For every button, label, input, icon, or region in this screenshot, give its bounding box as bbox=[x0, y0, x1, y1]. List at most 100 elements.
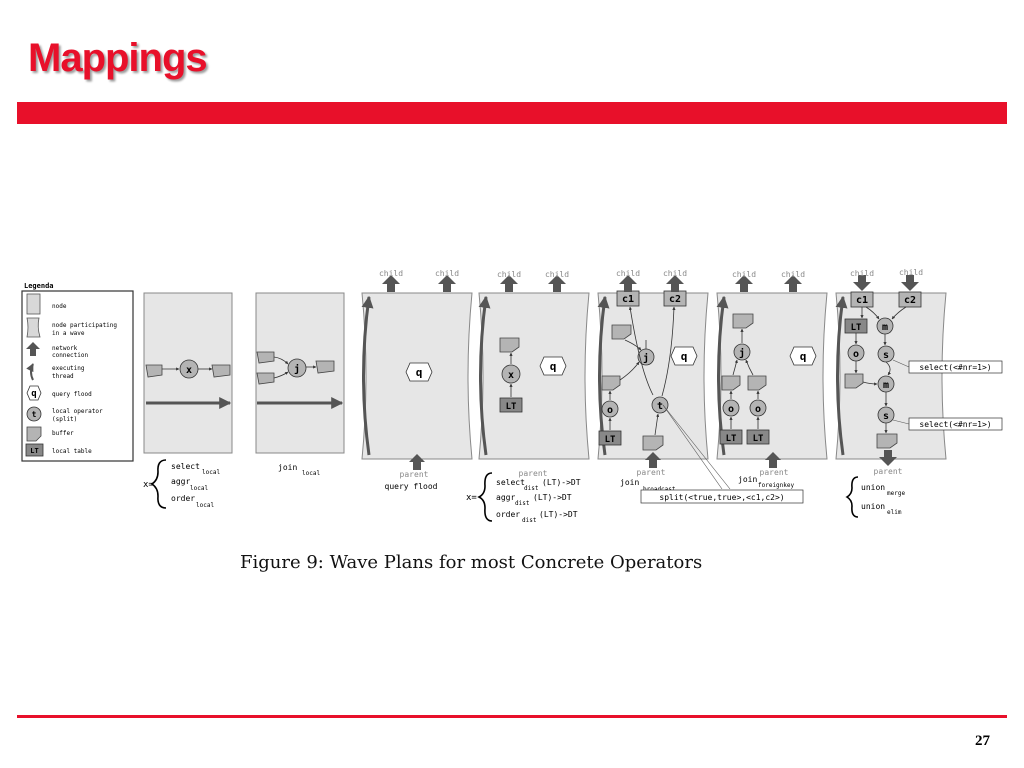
buffer-icon bbox=[721, 375, 741, 391]
network-arrow-icon bbox=[735, 275, 753, 292]
panel-foreignkey-join: j q o o LT LT child child parent join fo… bbox=[716, 270, 828, 489]
legend-label-buffer: buffer bbox=[52, 430, 74, 437]
panel-query-flood: q child child parent query flood bbox=[361, 269, 473, 491]
svg-text:c2: c2 bbox=[904, 295, 916, 306]
svg-text:aggr: aggr bbox=[496, 493, 515, 502]
legend: Legenda node node participating in a wav… bbox=[21, 282, 134, 462]
svg-text:broadcast: broadcast bbox=[643, 486, 676, 493]
svg-text:child: child bbox=[850, 269, 874, 278]
svg-text:child: child bbox=[663, 269, 687, 278]
legend-label-query-flood: query flood bbox=[52, 391, 92, 398]
svg-text:order: order bbox=[496, 510, 520, 519]
svg-text:o: o bbox=[607, 405, 613, 416]
svg-text:local: local bbox=[190, 485, 208, 492]
svg-text:child: child bbox=[497, 270, 521, 279]
panel-local-join: j join local bbox=[255, 292, 345, 477]
svg-text:q: q bbox=[800, 350, 807, 363]
svg-text:LT: LT bbox=[851, 323, 862, 333]
svg-text:m: m bbox=[882, 322, 888, 333]
buffer-icon bbox=[256, 372, 275, 385]
local-table-icon bbox=[598, 430, 622, 446]
svg-text:union: union bbox=[861, 502, 885, 511]
svg-text:x: x bbox=[508, 370, 514, 381]
svg-text:s: s bbox=[883, 350, 889, 361]
buffer-icon bbox=[315, 360, 335, 374]
svg-text:join: join bbox=[278, 463, 297, 472]
svg-text:x=: x= bbox=[466, 493, 477, 503]
svg-text:LT: LT bbox=[506, 402, 517, 412]
thread-arrow-icon bbox=[835, 295, 848, 456]
svg-text:aggr: aggr bbox=[171, 477, 190, 486]
slide-title: Mappings bbox=[28, 36, 208, 80]
network-arrow-icon bbox=[500, 275, 518, 292]
buffer-icon bbox=[876, 433, 898, 449]
svg-text:parent: parent bbox=[874, 467, 903, 476]
svg-text:child: child bbox=[545, 270, 569, 279]
svg-text:dist: dist bbox=[524, 485, 539, 492]
operator-x bbox=[501, 364, 521, 384]
svg-text:(LT)->DT: (LT)->DT bbox=[542, 478, 581, 487]
operator-t bbox=[651, 396, 669, 414]
legend-label-wave-node: node participating bbox=[52, 322, 117, 329]
query-flood-icon bbox=[539, 356, 567, 376]
local-operator-icon bbox=[26, 406, 42, 422]
svg-text:o: o bbox=[755, 404, 761, 415]
buffer-icon bbox=[256, 351, 275, 364]
network-arrow-icon bbox=[548, 275, 566, 292]
buffer-icon bbox=[145, 364, 163, 378]
svg-text:local: local bbox=[302, 470, 320, 477]
svg-text:LT: LT bbox=[726, 434, 737, 444]
legend-label-node: node bbox=[52, 303, 67, 310]
svg-text:(LT)->DT: (LT)->DT bbox=[539, 510, 578, 519]
footer-rule bbox=[17, 715, 1007, 718]
panel-distributed-unary: x LT q child child parent x= select dist… bbox=[466, 270, 590, 524]
svg-text:join: join bbox=[738, 475, 757, 484]
thread-arrow-icon bbox=[478, 295, 491, 456]
svg-text:j: j bbox=[294, 363, 300, 375]
operator-o bbox=[722, 399, 740, 417]
svg-text:j: j bbox=[739, 347, 745, 359]
svg-text:LT: LT bbox=[30, 447, 38, 455]
network-arrow-icon bbox=[765, 452, 781, 468]
svg-text:elim: elim bbox=[887, 509, 902, 516]
operator-x bbox=[179, 359, 199, 379]
svg-text:select: select bbox=[496, 478, 525, 487]
svg-text:o: o bbox=[853, 349, 859, 360]
query-flood-icon bbox=[670, 346, 698, 366]
network-arrow-icon bbox=[619, 275, 637, 292]
buffer-icon bbox=[611, 324, 632, 340]
legend-label-thread-2: thread bbox=[52, 373, 74, 380]
network-arrow-icon bbox=[438, 275, 456, 292]
svg-text:q: q bbox=[31, 389, 36, 399]
svg-text:t: t bbox=[32, 410, 37, 419]
network-arrow-icon bbox=[666, 275, 684, 292]
split-callout bbox=[640, 489, 804, 504]
svg-text:LT: LT bbox=[605, 435, 616, 445]
svg-text:dist: dist bbox=[515, 500, 530, 507]
svg-text:union: union bbox=[861, 483, 885, 492]
brace bbox=[150, 459, 167, 509]
svg-text:child: child bbox=[379, 269, 403, 278]
svg-text:parent: parent bbox=[760, 468, 789, 477]
panel-broadcast-join: c1 c2 j q o LT t child child parent join… bbox=[597, 269, 804, 504]
query-flood-icon bbox=[26, 385, 42, 401]
panel-union: child child c1 c2 LT m o s m s select(<# bbox=[835, 268, 1003, 518]
brace bbox=[477, 472, 493, 522]
title-rule bbox=[17, 102, 1007, 124]
query-flood-icon bbox=[405, 362, 433, 382]
brace bbox=[845, 476, 859, 518]
buffer-icon bbox=[601, 375, 621, 391]
network-arrow-icon bbox=[853, 275, 871, 291]
legend-title: Legenda bbox=[24, 282, 54, 290]
network-arrow-icon bbox=[901, 275, 919, 291]
panel-local-unary: x bbox=[143, 292, 233, 454]
svg-text:join: join bbox=[620, 478, 639, 487]
svg-text:child: child bbox=[616, 269, 640, 278]
panel-local-unary-labels: x= select local aggr local order local bbox=[143, 459, 220, 509]
svg-text:child: child bbox=[899, 268, 923, 277]
page-number: 27 bbox=[975, 733, 990, 749]
svg-text:c1: c1 bbox=[622, 294, 634, 305]
network-arrow-icon bbox=[409, 454, 425, 470]
thread-arrow-icon bbox=[26, 363, 34, 381]
network-arrow-icon bbox=[26, 342, 40, 356]
